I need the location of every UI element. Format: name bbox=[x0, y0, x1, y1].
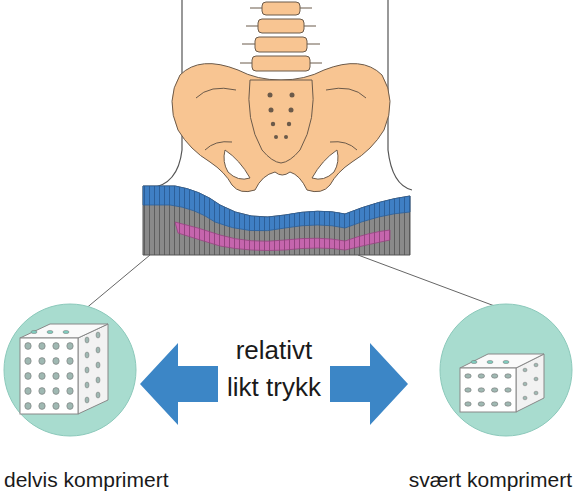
block-arrow bbox=[140, 343, 218, 425]
center-label: relativt likt trykk bbox=[224, 332, 324, 406]
leader-line bbox=[84, 255, 150, 310]
leader-line bbox=[358, 255, 500, 308]
detail-circle-node: svært komprimert bbox=[438, 302, 574, 438]
caption-text: svært komprimert bbox=[409, 468, 572, 492]
detail-circle bbox=[440, 304, 572, 436]
foam-cell bbox=[20, 324, 108, 414]
body-outline bbox=[388, 0, 412, 190]
foam-cell bbox=[460, 354, 544, 412]
cushion bbox=[143, 186, 410, 255]
caption-text: delvis komprimert bbox=[4, 468, 169, 492]
circle-outline bbox=[2, 302, 138, 438]
detail-circle-node: delvis komprimert bbox=[2, 302, 138, 438]
circle-outline bbox=[438, 302, 574, 438]
detail-circle bbox=[4, 304, 136, 436]
pelvis bbox=[172, 2, 390, 192]
block-arrow bbox=[330, 343, 408, 425]
